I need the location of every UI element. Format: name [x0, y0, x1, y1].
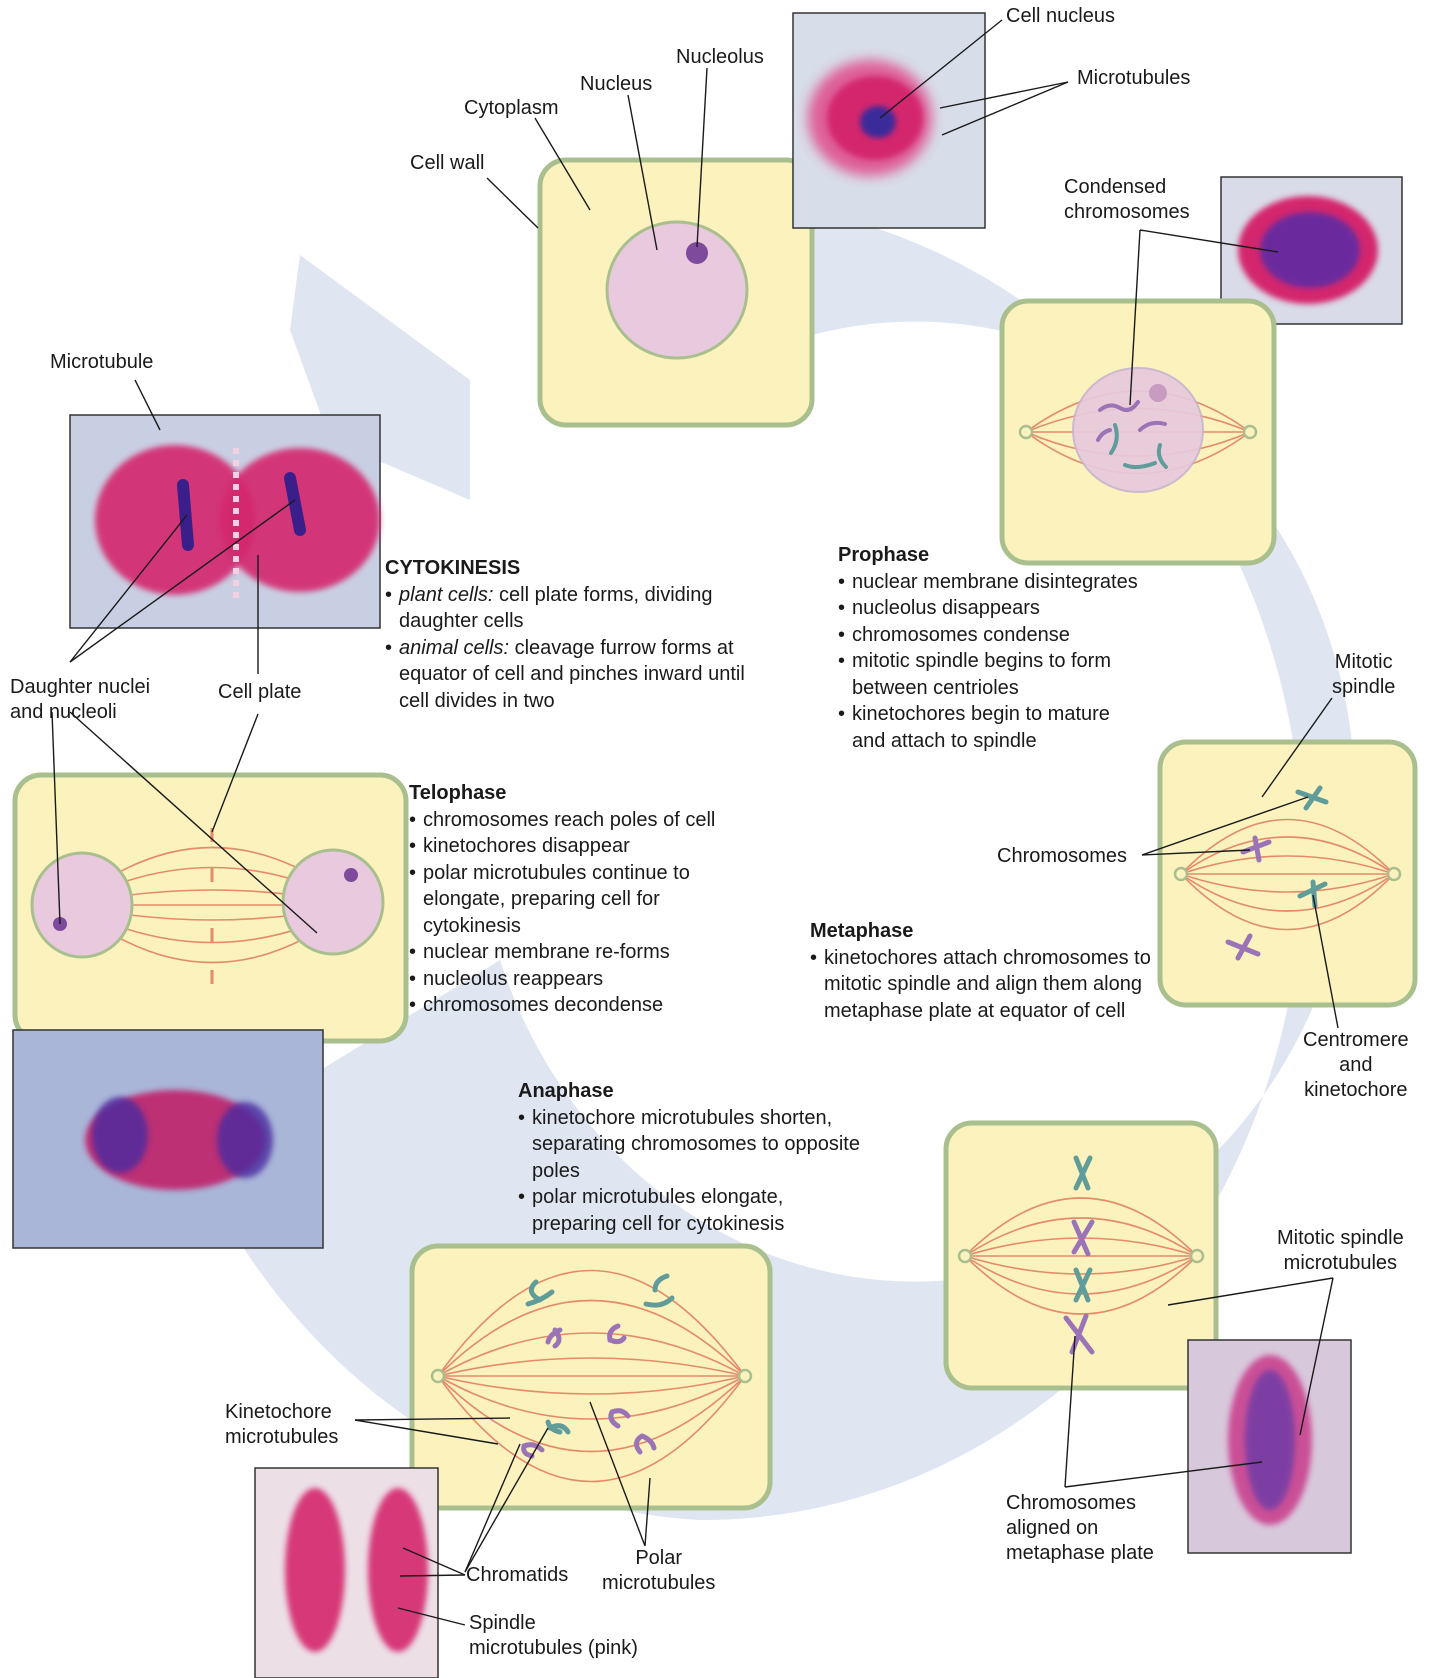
prophase-item: mitotic spindle begins to form between c…: [838, 648, 1138, 701]
prophase-cell: [1002, 301, 1274, 563]
label-mitotic-spindle: Mitotic spindle: [1332, 650, 1395, 700]
label-cell-wall: Cell wall: [410, 151, 484, 176]
anaphase-item: kinetochore microtubules shorten, separa…: [518, 1105, 868, 1185]
cytokinesis-item: animal cells: cleavage furrow forms at e…: [385, 635, 755, 715]
label-polar-line2: microtubules: [602, 1571, 715, 1596]
telophase-list: chromosomes reach poles of cell kinetoch…: [409, 807, 739, 1019]
prophase-item: kinetochores begin to mature and attach …: [838, 701, 1138, 754]
label-mitotic-spindle-microtubules: Mitotic spindle microtubules: [1277, 1226, 1404, 1276]
cytokinesis-list: plant cells: cell plate forms, dividing …: [385, 582, 755, 715]
label-nucleus: Nucleus: [580, 72, 652, 97]
label-microtubule: Microtubule: [50, 350, 153, 375]
metaphase-list: kinetochores attach chromosomes to mitot…: [810, 945, 1155, 1025]
label-mitotic-spindle-line2: spindle: [1332, 675, 1395, 700]
telophase-text: Telophase chromosomes reach poles of cel…: [409, 780, 739, 1019]
cytokinesis-text: CYTOKINESIS plant cells: cell plate form…: [385, 555, 755, 714]
micrograph-cytokinesis: [70, 415, 380, 628]
telophase-cell: [15, 775, 406, 1041]
interphase-nucleus: [607, 222, 747, 358]
telophase-item: nuclear membrane re-forms: [409, 939, 739, 966]
prophase-item: chromosomes condense: [838, 622, 1138, 649]
prophase-list: nuclear membrane disintegrates nucleolus…: [838, 569, 1138, 755]
prophase-item: nucleolus disappears: [838, 595, 1138, 622]
cytokinesis-item: plant cells: cell plate forms, dividing …: [385, 582, 755, 635]
label-daughter-line2: and nucleoli: [10, 700, 150, 725]
label-chromosomes-aligned: Chromosomes aligned on metaphase plate: [1006, 1491, 1154, 1566]
label-centromere: Centromere and kinetochore: [1303, 1028, 1409, 1103]
metaphase-title: Metaphase: [810, 918, 1155, 945]
metaphase-text: Metaphase kinetochores attach chromosome…: [810, 918, 1155, 1024]
prophase-title: Prophase: [838, 542, 1138, 569]
label-centromere-line3: kinetochore: [1303, 1078, 1409, 1103]
label-mitotic-spindle-line1: Mitotic: [1332, 650, 1395, 675]
prophase-text: Prophase nuclear membrane disintegrates …: [838, 542, 1138, 754]
anaphase-list: kinetochore microtubules shorten, separa…: [518, 1105, 868, 1238]
micrograph-interphase: [793, 13, 985, 228]
label-daughter-line1: Daughter nuclei: [10, 675, 150, 700]
label-km-line1: Kinetochore: [225, 1400, 338, 1425]
telophase-nucleus-right: [283, 850, 383, 954]
label-msm-line1: Mitotic spindle: [1277, 1226, 1404, 1251]
label-cell-plate: Cell plate: [218, 680, 301, 705]
label-aligned-line2: aligned on: [1006, 1516, 1154, 1541]
telophase-item: chromosomes decondense: [409, 992, 739, 1019]
label-aligned-line3: metaphase plate: [1006, 1541, 1154, 1566]
label-polar-line1: Polar: [602, 1546, 715, 1571]
anaphase-item: polar microtubules elongate, preparing c…: [518, 1184, 868, 1237]
micrograph-metaphase: [1188, 1340, 1351, 1553]
label-condensed-line1: Condensed: [1064, 175, 1190, 200]
label-daughter-nuclei: Daughter nuclei and nucleoli: [10, 675, 150, 725]
telophase-item: kinetochores disappear: [409, 833, 739, 860]
label-chromatids: Chromatids: [466, 1563, 568, 1588]
interphase-cell: [540, 160, 812, 425]
metaphase-cell-lower: [946, 1123, 1216, 1388]
label-km-line2: microtubules: [225, 1425, 338, 1450]
label-centromere-line1: Centromere: [1303, 1028, 1409, 1053]
label-centromere-line2: and: [1303, 1053, 1409, 1078]
micrograph-telophase: [13, 1030, 323, 1248]
label-spindle-microtubules: Spindle microtubules (pink): [469, 1611, 638, 1661]
telophase-item: chromosomes reach poles of cell: [409, 807, 739, 834]
label-chromosomes: Chromosomes: [997, 844, 1127, 869]
label-kinetochore-microtubules: Kinetochore microtubules: [225, 1400, 338, 1450]
label-condensed-line2: chromosomes: [1064, 200, 1190, 225]
telophase-item: nucleolus reappears: [409, 966, 739, 993]
telophase-item: polar microtubules continue to elongate,…: [409, 860, 739, 940]
telophase-title: Telophase: [409, 780, 739, 807]
label-msm-line2: microtubules: [1277, 1251, 1404, 1276]
anaphase-text: Anaphase kinetochore microtubules shorte…: [518, 1078, 868, 1237]
telophase-nucleus-left: [32, 853, 132, 957]
label-nucleolus: Nucleolus: [676, 45, 764, 70]
cytokinesis-title: CYTOKINESIS: [385, 555, 755, 582]
label-aligned-line1: Chromosomes: [1006, 1491, 1154, 1516]
label-microtubules: Microtubules: [1077, 66, 1190, 91]
micrograph-anaphase: [255, 1468, 438, 1678]
label-cytoplasm: Cytoplasm: [464, 96, 558, 121]
label-spindle-line2: microtubules (pink): [469, 1636, 638, 1661]
metaphase-cell-right: [1160, 742, 1415, 1005]
label-condensed-chromosomes: Condensed chromosomes: [1064, 175, 1190, 225]
prophase-item: nuclear membrane disintegrates: [838, 569, 1138, 596]
label-spindle-line1: Spindle: [469, 1611, 638, 1636]
anaphase-cell: [412, 1246, 770, 1508]
label-polar-microtubules: Polar microtubules: [602, 1546, 715, 1596]
metaphase-item: kinetochores attach chromosomes to mitot…: [810, 945, 1155, 1025]
label-cell-nucleus: Cell nucleus: [1006, 4, 1115, 29]
anaphase-title: Anaphase: [518, 1078, 868, 1105]
